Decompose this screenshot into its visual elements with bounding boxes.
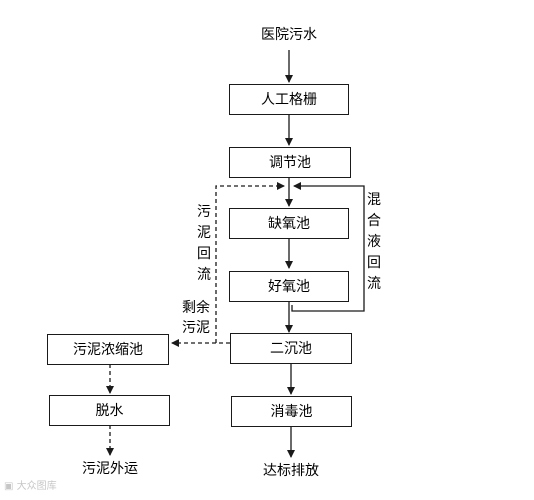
sludge-return-line — [215, 182, 285, 344]
disinfect-box: 消毒池 — [231, 396, 352, 427]
dewater-box: 脱水 — [49, 395, 170, 426]
discharge-label: 达标排放 — [263, 463, 319, 479]
regulate-box: 调节池 — [229, 147, 351, 178]
sludge-out-label: 污泥外运 — [82, 461, 138, 477]
watermark-logo: ▣ 大众图库 — [4, 480, 57, 494]
grid-box: 人工格栅 — [229, 84, 349, 115]
mixed-liquor-return-line — [291, 182, 365, 312]
mixed-liquor-return-label: 混合液回流 — [367, 192, 381, 292]
watermark-icon: ▣ — [4, 481, 17, 492]
secondary-box: 二沉池 — [230, 333, 352, 364]
thicken-box: 污泥浓缩池 — [47, 334, 169, 365]
watermark-text: 大众图库 — [16, 481, 57, 492]
sludge-return-label: 污泥回流 — [197, 204, 211, 283]
aerobic-box: 好氧池 — [229, 271, 349, 302]
excess-sludge-label: 剩余污泥 — [182, 300, 210, 336]
anoxic-box: 缺氧池 — [229, 208, 349, 239]
source-label: 医院污水 — [261, 27, 317, 43]
